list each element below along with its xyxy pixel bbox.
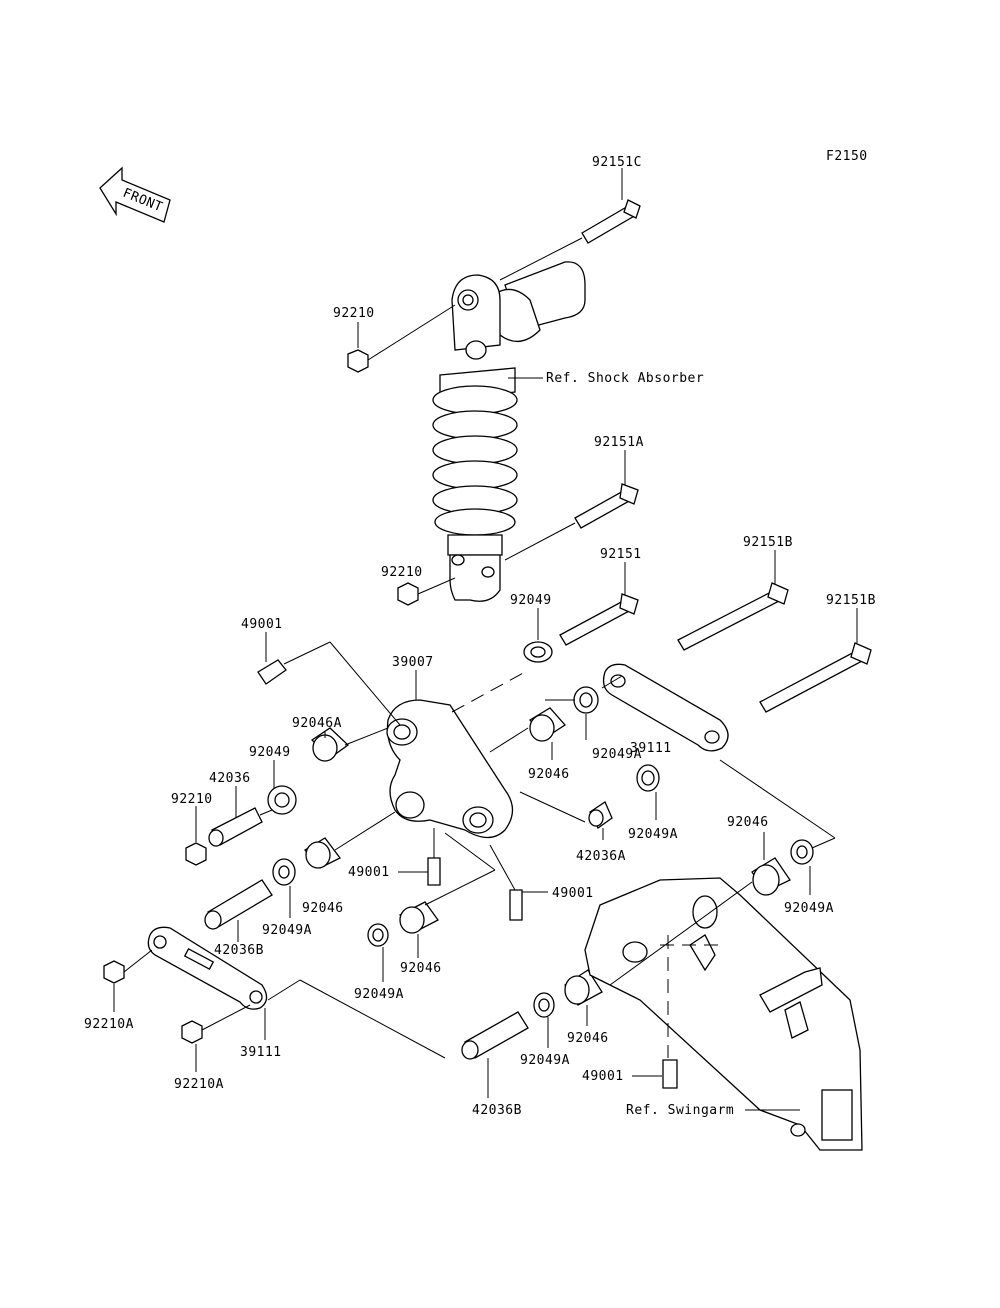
grease-nipple-49001-top: [257, 641, 331, 685]
part-labels: 92151C 92210 Ref. Shock Absorber 92151A …: [84, 155, 876, 1118]
front-arrow-icon: FRONT: [99, 166, 171, 223]
bolt-92151: [559, 593, 639, 646]
rocker-arm-39007: [386, 699, 514, 839]
label-92151a: 92151A: [594, 435, 644, 450]
collar-42036b-2: [461, 1011, 529, 1060]
collar-42036: [208, 807, 263, 847]
link-plate-39111-left: [147, 926, 268, 1010]
washer-92049a-2: [636, 764, 660, 792]
label-42036b-2: 42036B: [472, 1103, 522, 1118]
label-92151b-1: 92151B: [743, 535, 793, 550]
label-92046a: 92046A: [292, 716, 342, 731]
bearing-92046a: [310, 727, 350, 762]
label-39007: 39007: [392, 655, 434, 670]
label-92210-top: 92210: [333, 306, 375, 321]
label-92210a-1: 92210A: [84, 1017, 134, 1032]
label-92049-top: 92049: [510, 593, 552, 608]
nut-92210a-1: [103, 949, 153, 984]
label-92151b-2: 92151B: [826, 593, 876, 608]
leader-lines: [113, 168, 858, 1111]
bolt-92151c: [499, 199, 641, 281]
washer-92049-top: [523, 641, 553, 663]
bearing-92046-2: [304, 837, 341, 869]
label-92049-left: 92049: [249, 745, 291, 760]
label-49001-mid: 49001: [348, 865, 390, 880]
collar-42036a: [588, 801, 613, 829]
label-39111-left: 39111: [240, 1045, 282, 1060]
bearing-92046-1: [529, 707, 566, 742]
label-92046-2: 92046: [727, 815, 769, 830]
label-92049a-2: 92049A: [628, 827, 678, 842]
grease-nipple-49001-mid: [427, 828, 441, 886]
nut-92210-left: [185, 842, 207, 866]
nut-92210a-2: [181, 1004, 251, 1044]
label-92046-3: 92046: [302, 901, 344, 916]
nut-92210-mid: [397, 577, 456, 606]
bolt-92151a: [504, 483, 639, 561]
label-49001-top: 49001: [241, 617, 283, 632]
link-plate-39111-right: [602, 663, 729, 752]
washer-92049a-3: [272, 858, 296, 886]
label-92210-mid: 92210: [381, 565, 423, 580]
label-92046-1: 92046: [528, 767, 570, 782]
washer-92049-left: [267, 785, 297, 815]
center-lines: [259, 641, 836, 1059]
bolt-92151b-2: [759, 642, 872, 713]
collar-42036b-1: [204, 879, 273, 930]
label-92049a-5: 92049A: [354, 987, 404, 1002]
label-42036b-1: 42036B: [214, 943, 264, 958]
washer-92049a-1: [573, 686, 599, 714]
washer-92049a-5: [533, 992, 555, 1018]
ref-shock-absorber: Ref. Shock Absorber: [546, 371, 704, 386]
label-92049a-1: 92049A: [592, 747, 642, 762]
label-49001-bot: 49001: [582, 1069, 624, 1084]
label-92151c: 92151C: [592, 155, 642, 170]
grease-nipple-49001-mid2: [509, 889, 523, 921]
bolt-92151b-1: [677, 582, 789, 651]
ref-swingarm: Ref. Swingarm: [626, 1103, 734, 1118]
bearing-92046-5: [751, 857, 791, 896]
label-92049a-3: 92049A: [784, 901, 834, 916]
bearing-92046-3: [398, 901, 439, 934]
label-39111-right: 39111: [630, 741, 672, 756]
shock-absorber: [432, 261, 586, 602]
grease-nipple-49001-bottom: [662, 1059, 678, 1089]
washer-92049a-4: [367, 923, 389, 947]
label-42036: 42036: [209, 771, 251, 786]
washer-92049a-6: [790, 839, 814, 865]
nut-92210-top: [347, 304, 456, 373]
label-49001-mid2: 49001: [552, 886, 594, 901]
figure-code: F2150: [826, 149, 868, 164]
label-42036a: 42036A: [576, 849, 626, 864]
label-92210-left: 92210: [171, 792, 213, 807]
label-92210a-2: 92210A: [174, 1077, 224, 1092]
label-92151: 92151: [600, 547, 642, 562]
bearing-92046-4: [564, 969, 603, 1006]
label-92049a-4: 92049A: [262, 923, 312, 938]
label-92046-4: 92046: [400, 961, 442, 976]
label-92049a-6: 92049A: [520, 1053, 570, 1068]
label-92046-5: 92046: [567, 1031, 609, 1046]
